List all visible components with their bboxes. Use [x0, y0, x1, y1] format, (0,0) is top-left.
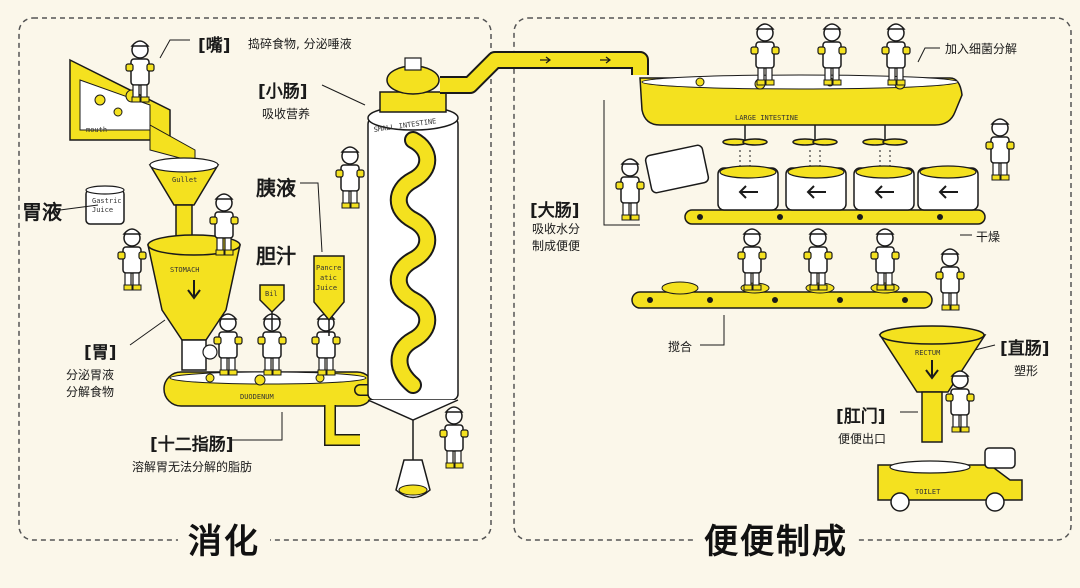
mouth-tag: mouth	[86, 126, 107, 134]
gastric-can-text-2: Juice	[92, 206, 113, 214]
large-intestine-tag: LARGE INTESTINE	[735, 114, 798, 122]
mixing-label: 搅合	[668, 340, 693, 354]
bacteria-label: 加入细菌分解	[945, 42, 1018, 56]
mix-worker-4	[935, 248, 965, 311]
duodenum-desc: 溶解胃无法分解的脂肪	[132, 460, 253, 474]
gastric-juice-title: 胃液	[22, 200, 62, 224]
drying-fans	[722, 125, 908, 146]
mix-worker-2	[803, 228, 833, 291]
rectum-tag: RECTUM	[915, 349, 940, 357]
gastric-juice-can	[85, 185, 125, 225]
duodenum-worker-3	[311, 313, 341, 376]
duodenum-title: [十二指肠]	[150, 435, 234, 455]
stomach-tag: STOMACH	[170, 266, 200, 274]
stomach-desc-1: 分泌胃液	[66, 368, 115, 382]
gullet-funnel	[148, 157, 220, 242]
toilet-car	[877, 447, 1023, 512]
dump-worker	[615, 158, 645, 221]
toilet-tag: TOILET	[915, 488, 941, 496]
large-intestine-desc-1: 吸收水分	[532, 222, 581, 236]
gastric-worker	[117, 228, 147, 291]
small-intestine-desc: 吸收营养	[262, 107, 311, 121]
rectum-title: [直肠]	[1000, 339, 1050, 359]
large-intestine-trough	[639, 74, 963, 126]
bile-title: 胆汁	[256, 244, 296, 268]
small-intestine-column	[367, 57, 459, 499]
small-intestine-title: [小肠]	[258, 82, 308, 102]
drying-bin-1	[717, 165, 779, 211]
gullet-tag: Gullet	[172, 176, 197, 184]
stomach-title: [胃]	[84, 343, 117, 363]
gastric-can-text-1: Gastric	[92, 197, 122, 205]
pancreatic-can-text-2: atic	[320, 274, 337, 282]
bile-funnel	[259, 284, 285, 330]
flask-worker	[439, 406, 469, 469]
anus-desc: 便便出口	[838, 432, 887, 446]
pancreatic-funnel	[313, 255, 345, 336]
section-title-digestion: 消化	[178, 514, 270, 563]
digestion-section-border	[18, 17, 492, 541]
drying-bin-4	[917, 165, 979, 211]
stomach-desc-2: 分解食物	[66, 385, 115, 399]
pancreatic-juice-title: 胰液	[256, 176, 296, 200]
section-title-stool-making: 便便制成	[694, 514, 858, 563]
rectum-desc: 塑形	[1014, 364, 1039, 378]
drying-bin-2	[785, 165, 847, 211]
pancreatic-can-text-1: Pancre	[316, 264, 341, 272]
stool-section-border	[513, 17, 1072, 541]
large-intestine-title: [大肠]	[530, 201, 580, 221]
dump-bin	[644, 144, 710, 194]
mouth-desc: 捣碎食物, 分泌唾液	[248, 37, 352, 51]
drying-label: 干燥	[976, 230, 1001, 244]
bile-can-text: Bil	[265, 290, 278, 298]
large-intestine-desc-2: 制成便便	[532, 239, 581, 253]
duodenum-worker-1	[213, 313, 243, 376]
intestine-worker	[335, 146, 365, 209]
pancreatic-can-text-3: Juice	[316, 284, 337, 292]
drying-conveyor	[684, 209, 986, 225]
duodenum-tag: DUODENUM	[240, 393, 274, 401]
drying-bin-3	[853, 165, 915, 211]
bacteria-worker	[985, 118, 1015, 181]
mix-worker-1	[737, 228, 767, 291]
mix-worker-3	[870, 228, 900, 291]
anus-title: [肛门]	[836, 407, 886, 427]
mouth-title: [嘴]	[198, 36, 231, 56]
rectum-funnel	[878, 325, 987, 443]
